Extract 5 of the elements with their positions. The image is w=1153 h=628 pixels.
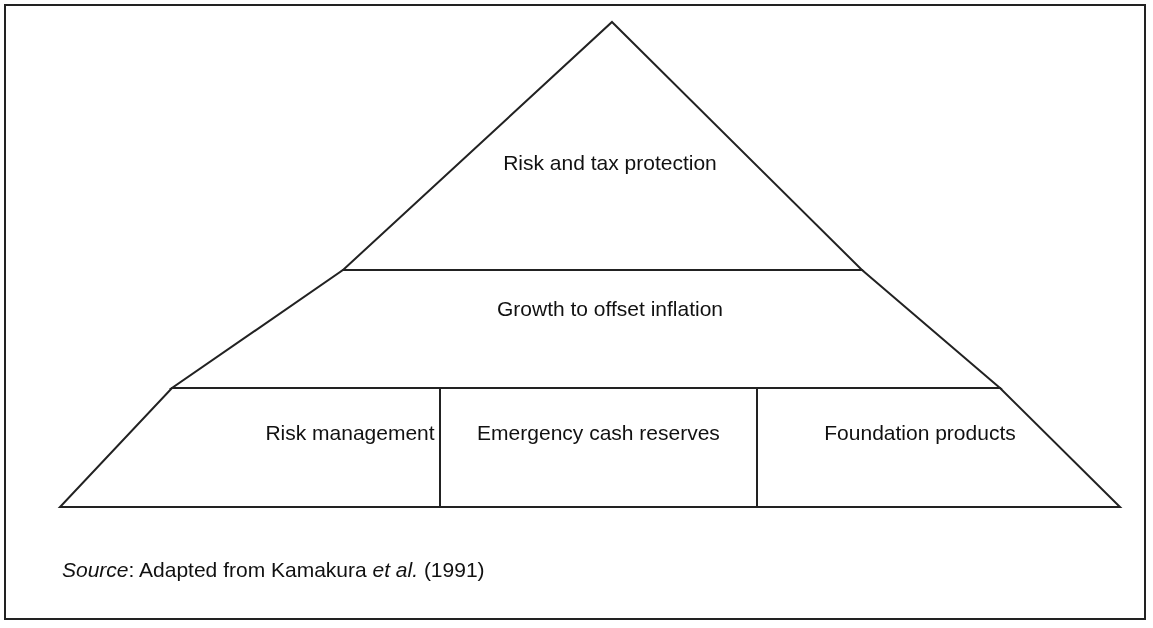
tier-label: Foundation products: [823, 420, 1017, 445]
tier-label: Growth to offset inflation: [495, 296, 725, 321]
tier-label: Emergency cash reserves: [476, 420, 721, 445]
caption: Source: Adapted from Kamakura et al. (1991): [62, 558, 485, 582]
tier-label: Risk and tax protection: [502, 150, 718, 175]
